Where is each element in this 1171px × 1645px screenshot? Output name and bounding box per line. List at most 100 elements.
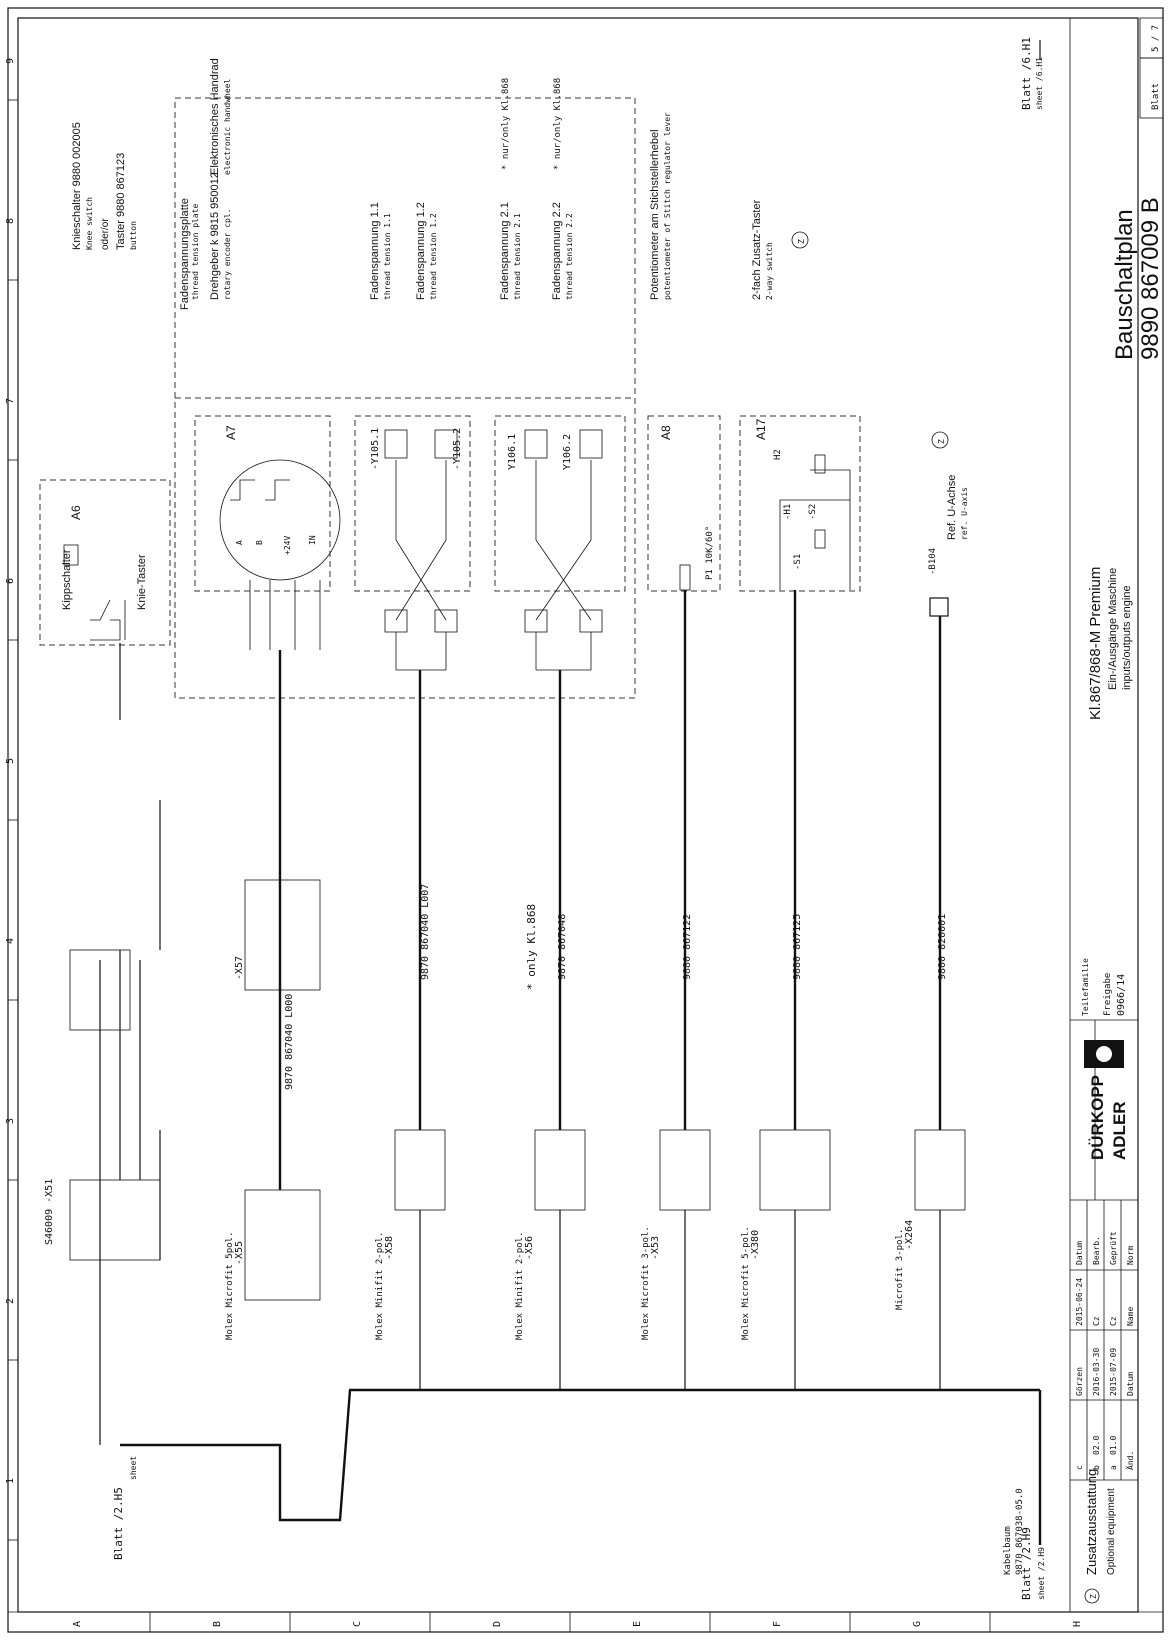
subtitle-de: Ein-/Ausgänge Maschine	[1107, 568, 1119, 690]
kabelbaum-number: 9870 867038-05.0	[1015, 1488, 1025, 1575]
A7-id: A7	[224, 425, 238, 440]
component-A6: A6 Knieschalter 9880 002005 Knee switch …	[39, 122, 171, 720]
blatt-label: Blatt	[1151, 83, 1161, 110]
Y106-title: Fadenspannung 2.1	[499, 202, 511, 300]
col-label-5: 5	[5, 758, 16, 764]
Y106-title2: Fadenspannung 2.2	[551, 202, 563, 300]
Y106-note-2: * nur/only Kl.868	[553, 78, 563, 170]
optional-en: Optional equipment	[1106, 1488, 1117, 1575]
connector-X51: S46009 -X51	[44, 800, 161, 1445]
A7-pin-A: A	[235, 540, 244, 545]
B104-tag: -B104	[928, 548, 938, 575]
col-label-2: 2	[5, 1298, 16, 1304]
connector-X57: -X57 9870 867040 L007	[234, 879, 431, 991]
optional-de: Zusatzausstattung	[1084, 1469, 1099, 1575]
component-Y105: Fadenspannung 1.1 thread tension 1.1 Fad…	[354, 202, 471, 1130]
A6-en: Knee switch	[85, 197, 94, 250]
aend-label: Änd.	[1125, 1451, 1135, 1470]
freigabe-label: Freigabe	[1103, 973, 1113, 1016]
Y106-coil2: Y106.2	[562, 434, 573, 470]
rev-c: c	[1075, 1465, 1084, 1470]
rev-a-date: 2015-07-09	[1109, 1348, 1118, 1396]
plate-label-en: thread tension plate	[191, 203, 200, 300]
connector-X55: Molex Microfit 5pol. -X55 9870 867040 L0…	[225, 860, 321, 1340]
row-ruler: A B C D E F G H	[8, 1611, 1163, 1632]
row-label-E: E	[632, 1621, 643, 1627]
B104-title: Ref. U-Achse	[946, 475, 958, 540]
freigabe-number: 0966/14	[1116, 974, 1127, 1016]
subtitle-en: inputs/outputs engine	[1121, 585, 1133, 690]
plate-label-de: Fadenspannungsplatte	[179, 198, 191, 310]
A7-pin-IN: IN	[308, 535, 317, 545]
component-A8: A8 Potentiometer am Stichstellerhebel po…	[647, 112, 721, 1130]
row-label-G: G	[912, 1621, 923, 1627]
gepr-name: Görzen	[1075, 1367, 1084, 1396]
row-label-H: H	[1072, 1621, 1083, 1627]
X53-type: Molex Microfit 3-pol.	[641, 1226, 651, 1340]
gepr-label: Geprüft	[1109, 1231, 1118, 1265]
column-ruler: 1 2 3 4 5 6 7 8 9	[5, 58, 18, 1541]
Y105-coil1: -Y105.1	[370, 428, 381, 470]
A7-title: Drehgeber k 9815 950012	[209, 172, 221, 300]
component-A7: A7 Drehgeber k 9815 950012 rotary encode…	[194, 58, 341, 860]
duerkopp-adler-logo: DÜRKOPP ADLER	[1084, 1040, 1129, 1160]
col-label-3: 3	[5, 1118, 16, 1124]
A6-id: A6	[69, 505, 83, 520]
Y106-note-1: * nur/only Kl.868	[501, 78, 511, 170]
X51-tag: S46009 -X51	[44, 1179, 55, 1245]
col-label-9: 9	[5, 58, 16, 64]
X264-cable: 9800 820001	[937, 914, 948, 980]
A8-title: Potentiometer am Stichstellerhebel	[649, 129, 661, 300]
component-Y106: Fadenspannung 2.1 thread tension 2.1 Fad…	[494, 78, 626, 1130]
bearb-name: Cz	[1092, 1316, 1101, 1326]
main-harness	[120, 1388, 1040, 1522]
connector-X56: Molex Minifit 2-pol. -X56 9870 867048 * …	[515, 904, 586, 1390]
X380-cable: 9880 867125	[792, 914, 803, 980]
A17-z-text: Z	[797, 239, 806, 244]
col-label-4: 4	[5, 938, 16, 944]
X264-tag: -X264	[904, 1220, 915, 1250]
B104-z-text: Z	[937, 439, 946, 444]
norm-label: Norm	[1126, 1246, 1135, 1265]
A8-id: A8	[659, 425, 673, 440]
approval-table: Datum 2015-06-24 Bearb. Cz Geprüft Görze…	[1070, 1200, 1138, 1480]
blatt-number: 5 / 7	[1151, 25, 1161, 52]
X58-tag: -X58	[384, 1236, 395, 1260]
row-label-F: F	[772, 1621, 783, 1627]
X55-type: Molex Microfit 5pol.	[225, 1232, 235, 1340]
ref-top-right: Blatt /6.H1	[1020, 37, 1033, 110]
X56-note: * only Kl.868	[525, 904, 538, 990]
connector-X58: Molex Minifit 2-pol. -X58	[375, 1129, 446, 1390]
connector-X380: Molex Microfit 5-pol. -X380 9880 867125	[741, 914, 831, 1390]
machine-name: Kl.867/868-M Premium	[1087, 567, 1104, 720]
A17-h2: H2	[773, 449, 783, 460]
drawing-number: 9890 867009 B	[1137, 197, 1164, 360]
Y105-coil2: -Y105.2	[452, 428, 463, 470]
X56-tag: -X56	[524, 1236, 535, 1260]
A17-s2: -S2	[808, 504, 818, 520]
A7-en: rotary encoder cpl.	[223, 208, 232, 300]
logo-text-2: ADLER	[1110, 1101, 1129, 1160]
col-label-7: 7	[5, 398, 16, 404]
ref-bottom-left-sub: sheet /2.H9	[1037, 1547, 1046, 1600]
rev-a-text: 01.0	[1109, 1436, 1118, 1455]
component-B104: -B104 Ref. U-Achse ref. U-axis Z	[928, 431, 969, 1130]
rev-a: a	[1109, 1465, 1118, 1470]
Y106-coil1: Y106.1	[507, 434, 518, 470]
A7-pin-B: B	[255, 540, 264, 545]
Y105-title: Fadenspannung 1.1	[369, 202, 381, 300]
Y106-en: thread tension 2.1	[513, 213, 522, 300]
A8-en: potentiometer of Stitch regulator lever	[663, 112, 672, 300]
rev-b: b	[1092, 1465, 1101, 1470]
datum-header: Datum	[1075, 1241, 1084, 1265]
A6-alt2: Taster 9880 867123	[115, 153, 127, 250]
datum-value: 2015-06-24	[1075, 1278, 1084, 1326]
A7-en2: electronic handwheel	[223, 78, 232, 175]
row-label-C: C	[352, 1621, 363, 1627]
z-symbol-title-text: Z	[1089, 1594, 1098, 1599]
bearb-label: Bearb.	[1092, 1236, 1101, 1265]
B104-z-symbol	[931, 431, 949, 449]
X56-type: Molex Minifit 2-pol.	[515, 1232, 525, 1340]
